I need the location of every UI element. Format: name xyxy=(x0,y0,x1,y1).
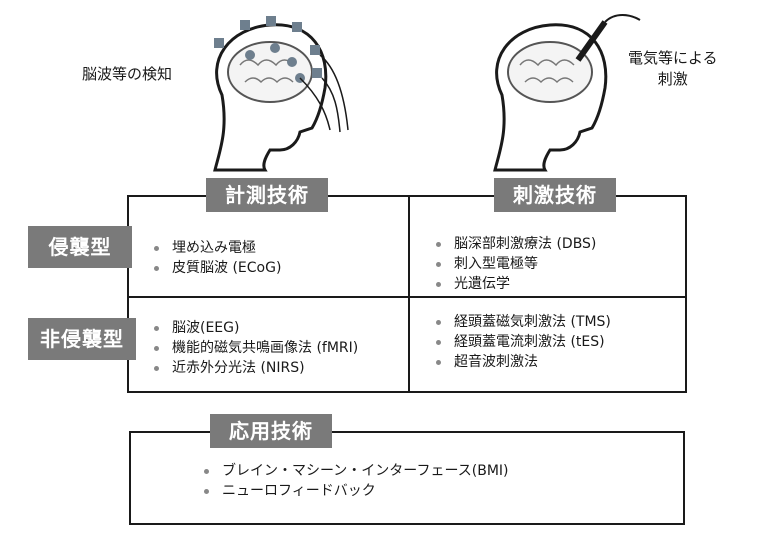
applications-box xyxy=(129,431,685,525)
electrode xyxy=(312,68,322,78)
list-item: 光遺伝学 xyxy=(432,274,596,294)
list-item: 埋め込み電極 xyxy=(150,238,281,258)
brain-left xyxy=(227,41,313,103)
brain-right xyxy=(507,41,593,103)
stimulation-probe xyxy=(575,20,608,62)
row-header-invasive: 侵襲型 xyxy=(28,226,132,268)
list-item: 脳深部刺激療法 (DBS) xyxy=(432,234,596,254)
probe-cable xyxy=(604,14,641,23)
list-item: 経頭蓋電流刺激法 (tES) xyxy=(432,332,611,352)
list-item: 近赤外分光法 (NIRS) xyxy=(150,358,358,378)
column-header-stimulation: 刺激技術 xyxy=(494,178,616,212)
cell-noninvasive-stimulation: 経頭蓋磁気刺激法 (TMS) 経頭蓋電流刺激法 (tES) 超音波刺激法 xyxy=(432,312,611,372)
list-item: 超音波刺激法 xyxy=(432,352,611,372)
list-item: ブレイン・マシーン・インターフェース(BMI) xyxy=(200,461,509,481)
cell-noninvasive-measurement: 脳波(EEG) 機能的磁気共鳴画像法 (fMRI) 近赤外分光法 (NIRS) xyxy=(150,318,358,378)
electrode xyxy=(214,38,224,48)
electrode xyxy=(310,45,320,55)
technology-grid xyxy=(127,195,687,393)
detect-caption: 脳波等の検知 xyxy=(82,65,173,83)
head-stimulation-illustration xyxy=(493,14,641,172)
list-item: 皮質脳波 (ECoG) xyxy=(150,258,281,278)
electrode-wires xyxy=(299,54,349,133)
electrode xyxy=(266,16,276,26)
list-item: 刺入型電極等 xyxy=(432,254,596,274)
list-item: 脳波(EEG) xyxy=(150,318,358,338)
list-item: 機能的磁気共鳴画像法 (fMRI) xyxy=(150,338,358,358)
list-item: ニューロフィードバック xyxy=(200,481,509,501)
row-header-noninvasive: 非侵襲型 xyxy=(28,318,136,360)
electrode xyxy=(240,20,250,30)
cell-invasive-measurement: 埋め込み電極 皮質脳波 (ECoG) xyxy=(150,238,281,278)
cell-invasive-stimulation: 脳深部刺激療法 (DBS) 刺入型電極等 光遺伝学 xyxy=(432,234,596,294)
applications-header: 応用技術 xyxy=(210,414,332,448)
head-detection-illustration xyxy=(213,16,349,172)
applications-list: ブレイン・マシーン・インターフェース(BMI) ニューロフィードバック xyxy=(200,461,509,501)
electrode xyxy=(292,22,302,32)
list-item: 経頭蓋磁気刺激法 (TMS) xyxy=(432,312,611,332)
column-header-measurement: 計測技術 xyxy=(206,178,328,212)
stimulate-caption: 電気等による 刺激 xyxy=(628,49,718,88)
